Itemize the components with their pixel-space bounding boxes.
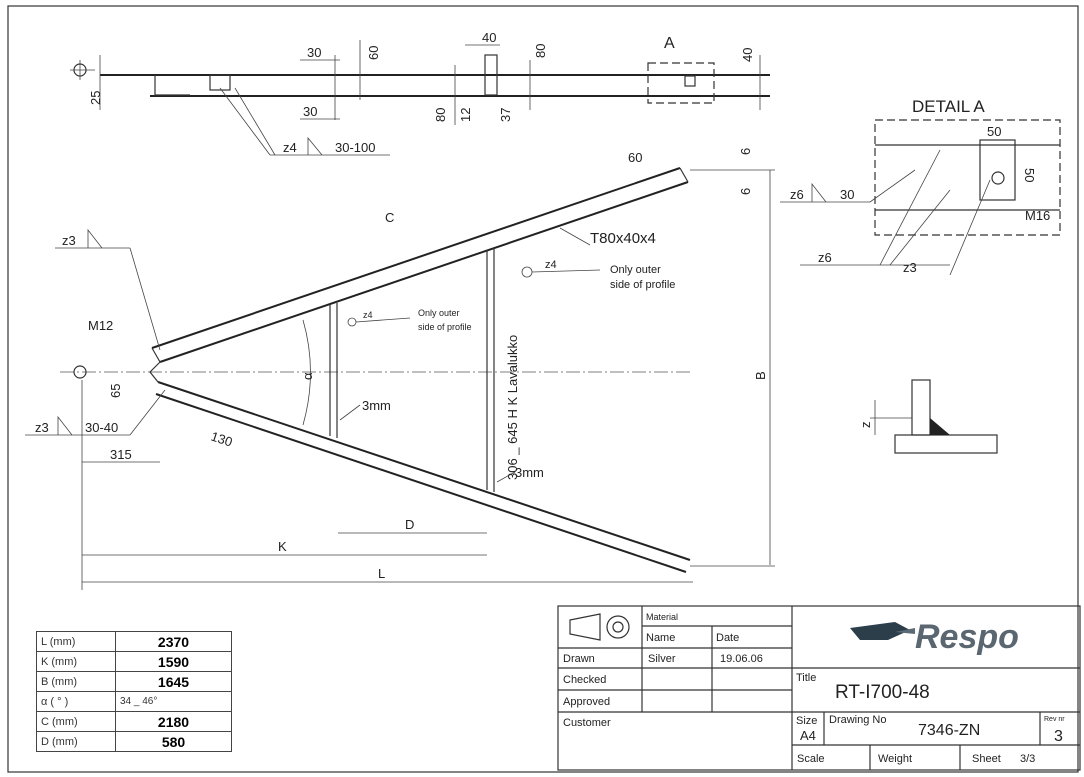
dim-60-main: 60 [628, 150, 642, 165]
vertical-height-label: 306 _ 645 H K Lavalukko [505, 335, 520, 480]
weld-30-40: 30-40 [85, 420, 118, 435]
row-value: 580 [115, 731, 232, 752]
dim-40: 40 [482, 30, 496, 45]
dim-80-top: 80 [533, 44, 548, 58]
note2-line2: side of profile [610, 279, 675, 291]
web-3mm-b: 3mm [515, 465, 544, 480]
note2-line1: Only outer [610, 264, 661, 276]
main-view: α C T80x40x4 60 6 6 z3 M12 65 z3 30-40 1… [25, 148, 775, 590]
table-row: C (mm)2180 [36, 711, 232, 732]
dim-6a: 6 [738, 148, 753, 155]
detail-dim-50-side: 50 [1022, 168, 1037, 182]
weld-length: 30-100 [335, 140, 375, 155]
table-row: D (mm)580 [36, 731, 232, 752]
dim-65: 65 [108, 384, 123, 398]
detail-bolt-m16: M16 [1025, 208, 1050, 223]
detail-weld-z6-bottom: z6 [818, 250, 832, 265]
weld-size-z: z [858, 422, 873, 429]
bolt-m12: M12 [88, 318, 113, 333]
row-value: 2370 [115, 631, 232, 652]
row-label: α ( ° ) [36, 691, 116, 712]
row-value: 34 _ 46° [115, 691, 232, 712]
detail-weld-z3: z3 [903, 260, 917, 275]
detail-a: DETAIL A 50 50 M16 z6 30 z6 z3 [780, 97, 1061, 276]
detail-weld-z6-top: z6 [790, 187, 804, 202]
row-label: D (mm) [36, 731, 116, 752]
row-label: K (mm) [36, 651, 116, 672]
row-label: C (mm) [36, 711, 116, 732]
row-value: 1590 [115, 651, 232, 672]
row-value: 2180 [115, 711, 232, 732]
row-label: L (mm) [36, 631, 116, 652]
dim-37: 37 [498, 108, 513, 122]
dim-25: 25 [88, 91, 103, 105]
dim-130: 130 [209, 429, 234, 450]
dim-12: 12 [458, 108, 473, 122]
dimension-table: L (mm)2370 K (mm)1590 B (mm)1645 α ( ° )… [36, 631, 232, 752]
table-row: L (mm)2370 [36, 631, 232, 652]
weld-z3-top: z3 [62, 233, 76, 248]
weld-code: z4 [283, 140, 297, 155]
dim-6b: 6 [738, 188, 753, 195]
section-label-a: A [664, 35, 675, 52]
angle-alpha: α [300, 372, 315, 380]
dim-30-bottom: 30 [303, 104, 317, 119]
web-3mm-a: 3mm [362, 398, 391, 413]
beam-c-label: C [385, 210, 394, 225]
detail-title: DETAIL A [912, 97, 985, 116]
dim-30-top: 30 [307, 45, 321, 60]
dim-315: 315 [110, 447, 132, 462]
dim-80-bottom: 80 [433, 108, 448, 122]
note1-weld: z4 [363, 310, 373, 320]
dim-k: K [278, 539, 287, 554]
table-row: K (mm)1590 [36, 651, 232, 672]
top-view: 25 30 60 30 40 80 80 12 37 A 40 z4 30-10… [70, 30, 770, 156]
note1-line1: Only outer [418, 308, 460, 318]
weld-symbol-detail: z [858, 379, 998, 454]
detail-weld-30: 30 [840, 187, 854, 202]
detail-dim-50-top: 50 [987, 124, 1001, 139]
row-value: 1645 [115, 671, 232, 692]
dim-d: D [405, 517, 414, 532]
table-row: B (mm)1645 [36, 671, 232, 692]
dim-60: 60 [366, 46, 381, 60]
weld-z3-bottom: z3 [35, 420, 49, 435]
drawing-frame [7, 5, 1079, 773]
note2-weld: z4 [545, 259, 557, 271]
note1-line2: side of profile [418, 322, 472, 332]
table-row: α ( ° )34 _ 46° [36, 691, 232, 712]
dim-40-right: 40 [740, 48, 755, 62]
dim-b: B [753, 371, 768, 380]
profile-label: T80x40x4 [590, 230, 656, 247]
dim-l: L [378, 566, 385, 581]
row-label: B (mm) [36, 671, 116, 692]
